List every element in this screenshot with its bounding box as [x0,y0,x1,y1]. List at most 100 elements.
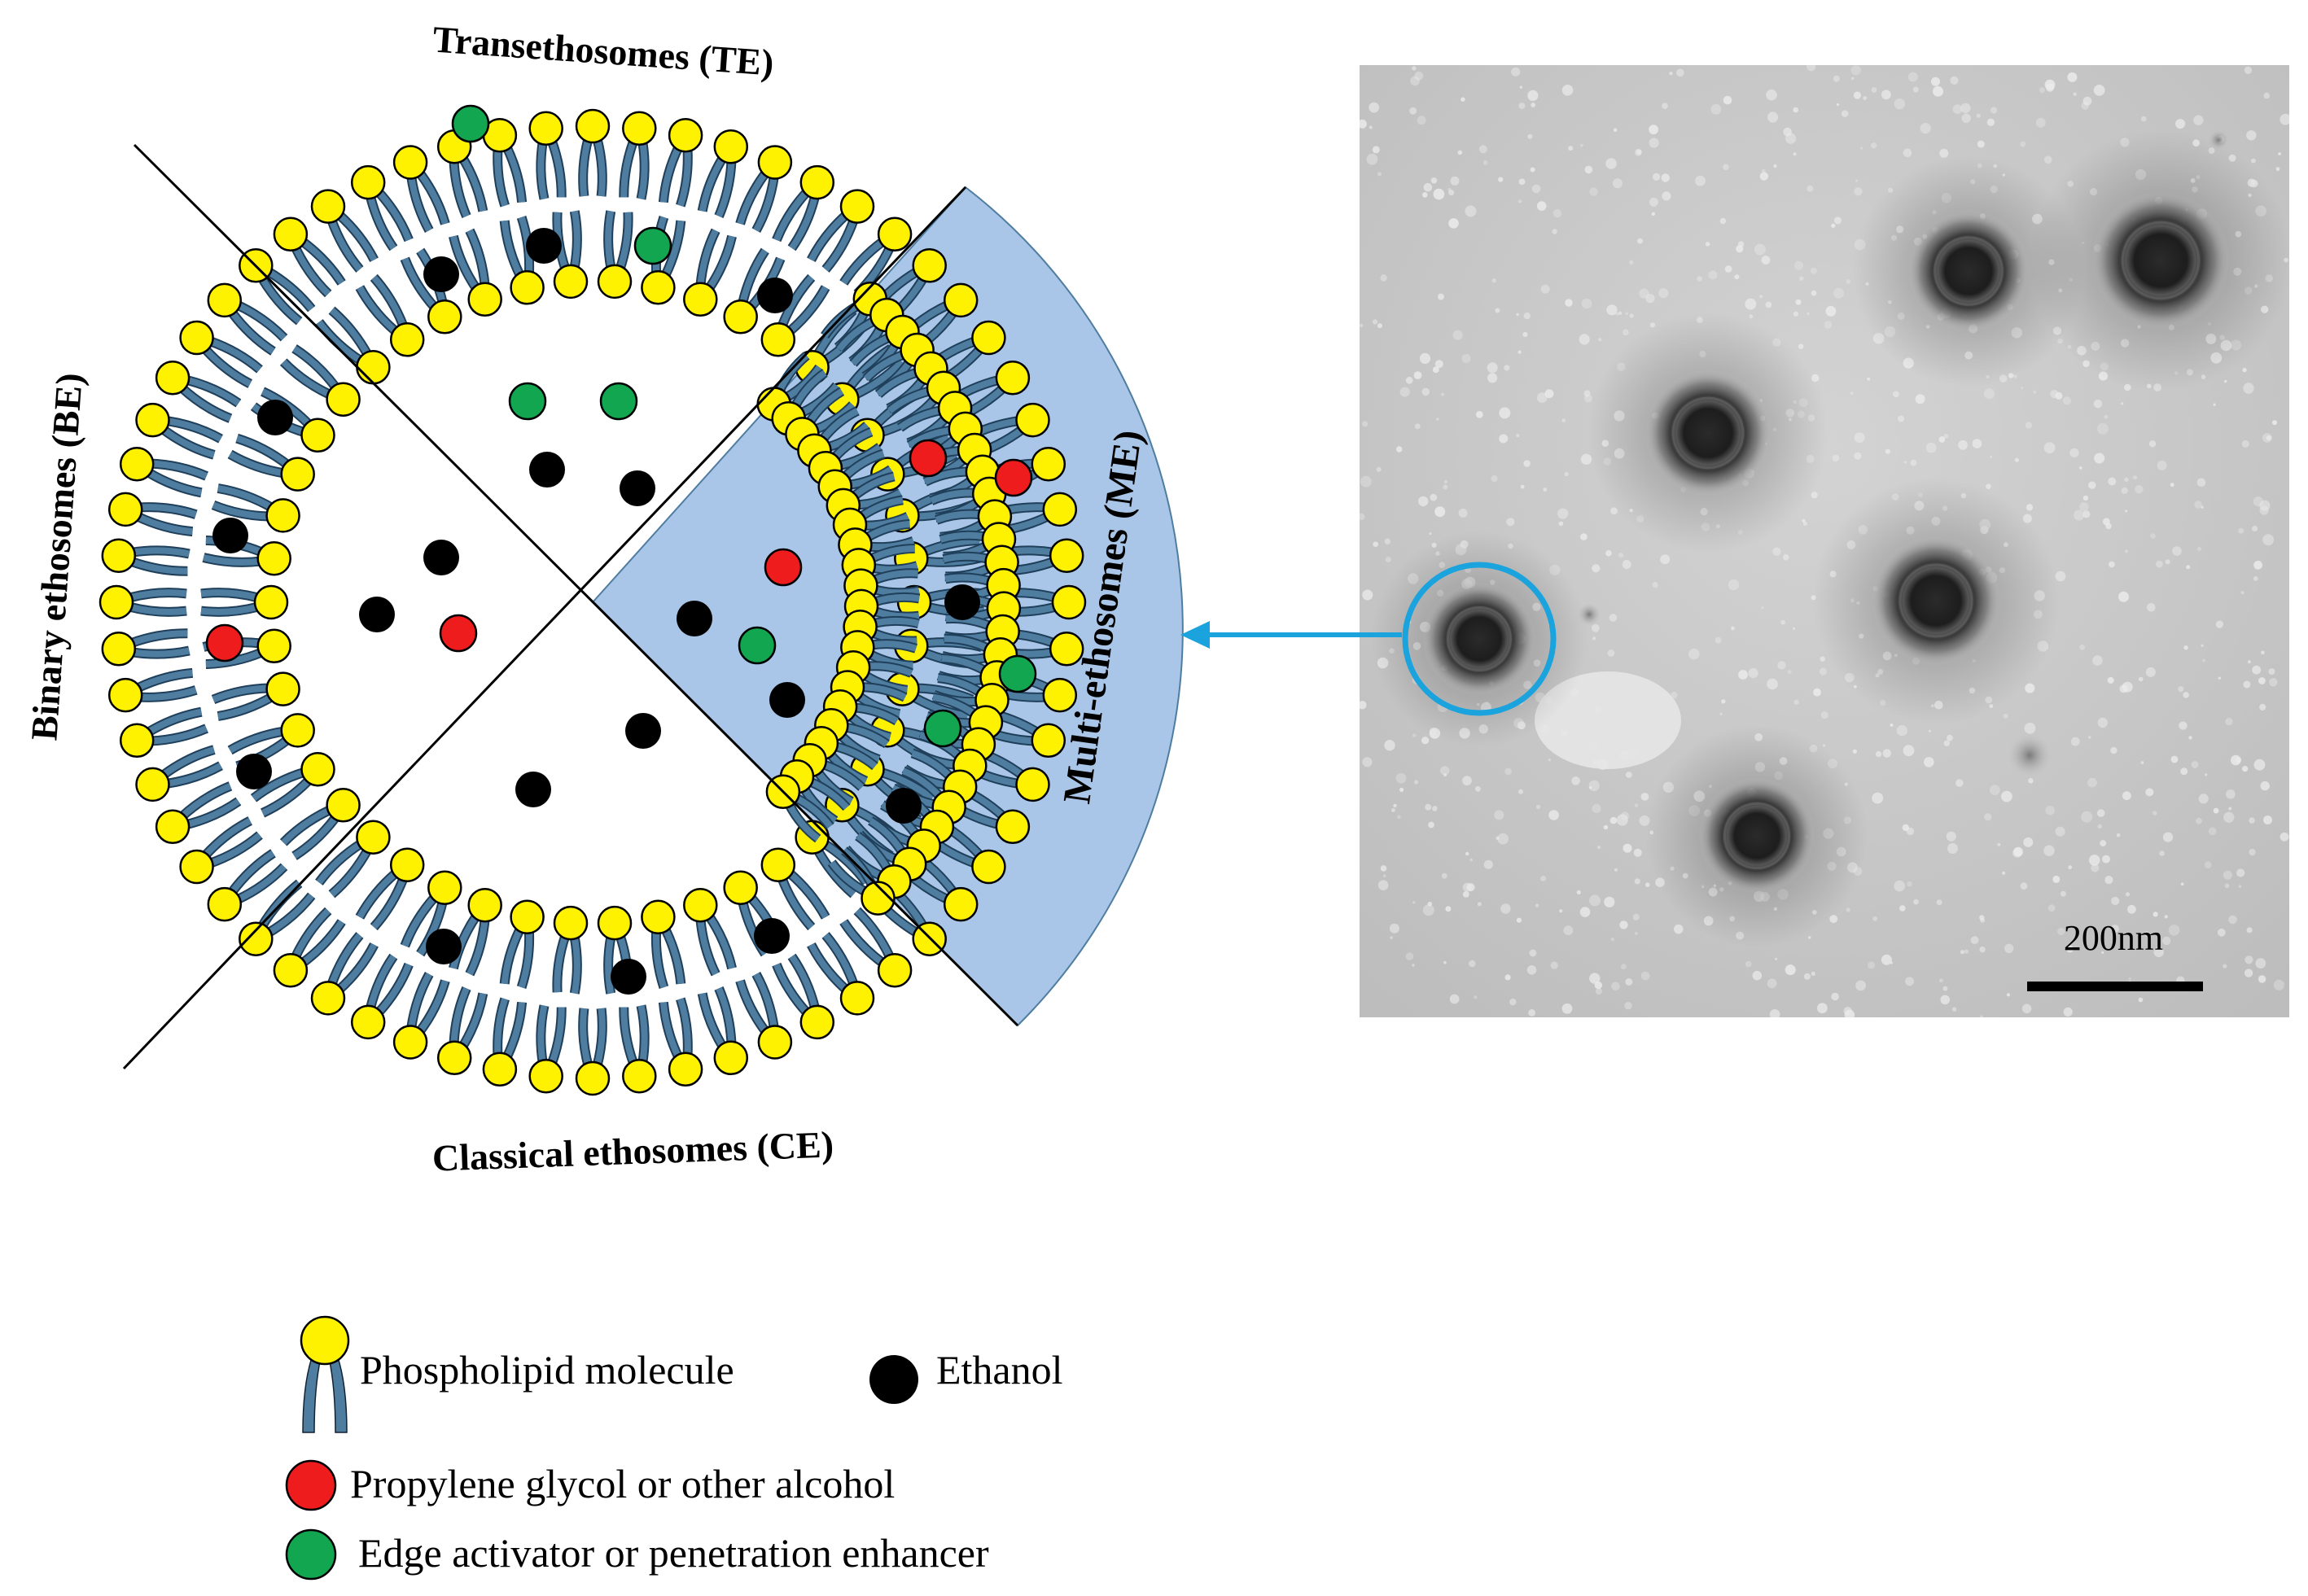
phospholipid-head [1049,632,1084,667]
phospholipid-head [713,129,749,164]
phospholipid-head [179,849,214,885]
phospholipid-head [597,905,633,941]
phospholipid-head [427,300,462,335]
ethanol-molecule [757,278,793,313]
phospholipid-head [101,632,137,667]
propylene-glycol-molecule [909,439,948,478]
label-classical-ethosomes: Classical ethosomes (CE) [431,1123,834,1178]
vesicle [1852,155,2085,387]
phospholipid-head [389,322,425,357]
phospholipid-head [683,887,718,923]
small-particle [2209,130,2228,150]
phospholipid-head [995,809,1031,845]
ethanol-molecule [769,682,805,718]
phospholipid-head [839,981,875,1016]
edge-activator-molecule [923,709,962,748]
phospholipid-head [971,849,1006,885]
phospholipid-head [99,584,134,620]
phospholipid-head [760,847,796,882]
phospholipid-head [256,628,291,664]
phospholipid-head [207,282,243,318]
phospholipid-head [280,457,315,492]
phospholipid-head [107,492,143,527]
phospholipid-head [256,540,291,576]
phospholipid-head [575,1060,611,1096]
phospholipid-head [995,360,1031,396]
phospholipid-head [799,1004,835,1040]
divider-line-2 [122,186,967,1070]
phospholipid-head [350,1004,386,1040]
phospholipid-head [326,788,361,823]
phospholipid-head [436,1040,472,1076]
phospholipid-head [877,216,913,252]
edge-activator-molecule [998,654,1037,693]
phospholipid-head [265,498,300,533]
phospholipid-head [350,164,386,200]
lipid-tails [774,352,921,843]
phospholipid-head [482,1052,518,1087]
phospholipid-head [757,145,793,180]
vesicle [1812,477,2060,724]
phospholipid-head [839,189,875,224]
ethanol-molecule [426,929,462,964]
phospholipid-head [597,264,633,300]
legend-propylene-glycol-label: Propylene glycol or other alcohol [350,1461,895,1506]
lipid-heads [99,108,1087,1096]
phospholipid-head [135,767,170,802]
edge-activator-molecule [599,382,638,421]
phospholipid-head [119,446,155,482]
propylene-glycol-molecule [994,458,1033,497]
phospholipid-head [943,282,979,318]
phospholipid-head [1042,677,1078,713]
divider-line-1 [133,143,1019,1027]
ethanol-molecule [611,959,646,995]
phospholipid-head [300,751,335,787]
label-binary-ethosomes: Binary ethosomes (BE) [23,372,90,742]
phospholipid-head [107,677,143,713]
lipid-heads [852,282,1022,916]
phospholipid-head [273,952,309,988]
ethanol-molecule [257,400,293,435]
phospholipid-head [641,270,676,305]
phospholipid-head [427,870,462,905]
phospholipid-head [713,1040,749,1076]
phospholipid-head [119,723,155,759]
phospholipid-head [622,1058,657,1094]
phospholipid-head [668,117,703,153]
phospholipid-head [861,881,896,916]
small-particle [1578,603,1601,626]
phospholipid-head [553,905,589,941]
phospholipid-head [1042,492,1078,527]
phospholipid-head [467,282,502,317]
ethanol-molecule [236,754,272,789]
phospholipid-head [1015,402,1050,438]
propylene-glycol-molecule [764,548,803,587]
lipid-heads [253,264,932,941]
phospholipid-head [155,809,191,845]
label-transethosomes: Transethosomes (TE) [431,18,775,83]
phospholipid-head [310,981,346,1016]
phospholipid-head [265,671,300,706]
phospholipid-head [553,264,589,300]
phospholipid-head [971,320,1006,356]
propylene-glycol-molecule [439,614,478,653]
phospholipid-head [392,1025,428,1060]
phospholipid-head [622,111,657,146]
phospholipid-head [356,820,391,855]
edge-activator-molecule [451,104,490,143]
phospholipid-head [389,847,425,882]
ethanol-molecule [526,228,562,264]
phospholipid-head [641,899,676,934]
propylene-glycol-molecule [205,623,244,662]
legend-ethanol-icon [869,1355,918,1404]
multi-ethosomes-sector [591,186,1184,1027]
vesicle [2029,129,2289,392]
ethanol-molecule [886,788,922,824]
ethanol-molecule [754,918,790,954]
ethanol-molecule [620,470,655,506]
phospholipid-head [253,584,289,620]
phospholipid-head [239,921,274,956]
ethosome-types-diagram: Transethosomes (TE) Binary ethosomes (BE… [23,18,1184,1179]
